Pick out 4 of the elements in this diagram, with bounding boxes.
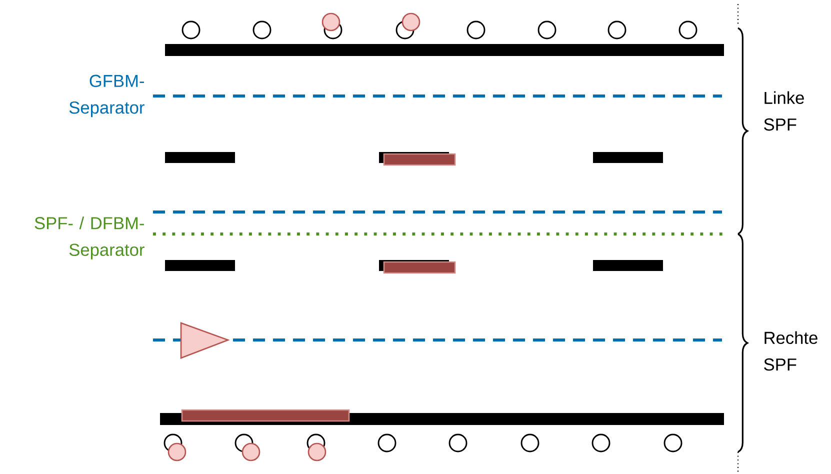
brace-label: Linke SPF — [764, 91, 804, 131]
separator-label: SPF- / DFBM-Separator — [34, 216, 144, 260]
separator-label: GFBM-Separator — [69, 74, 144, 118]
brace-label: Rechte SPF — [764, 331, 818, 371]
